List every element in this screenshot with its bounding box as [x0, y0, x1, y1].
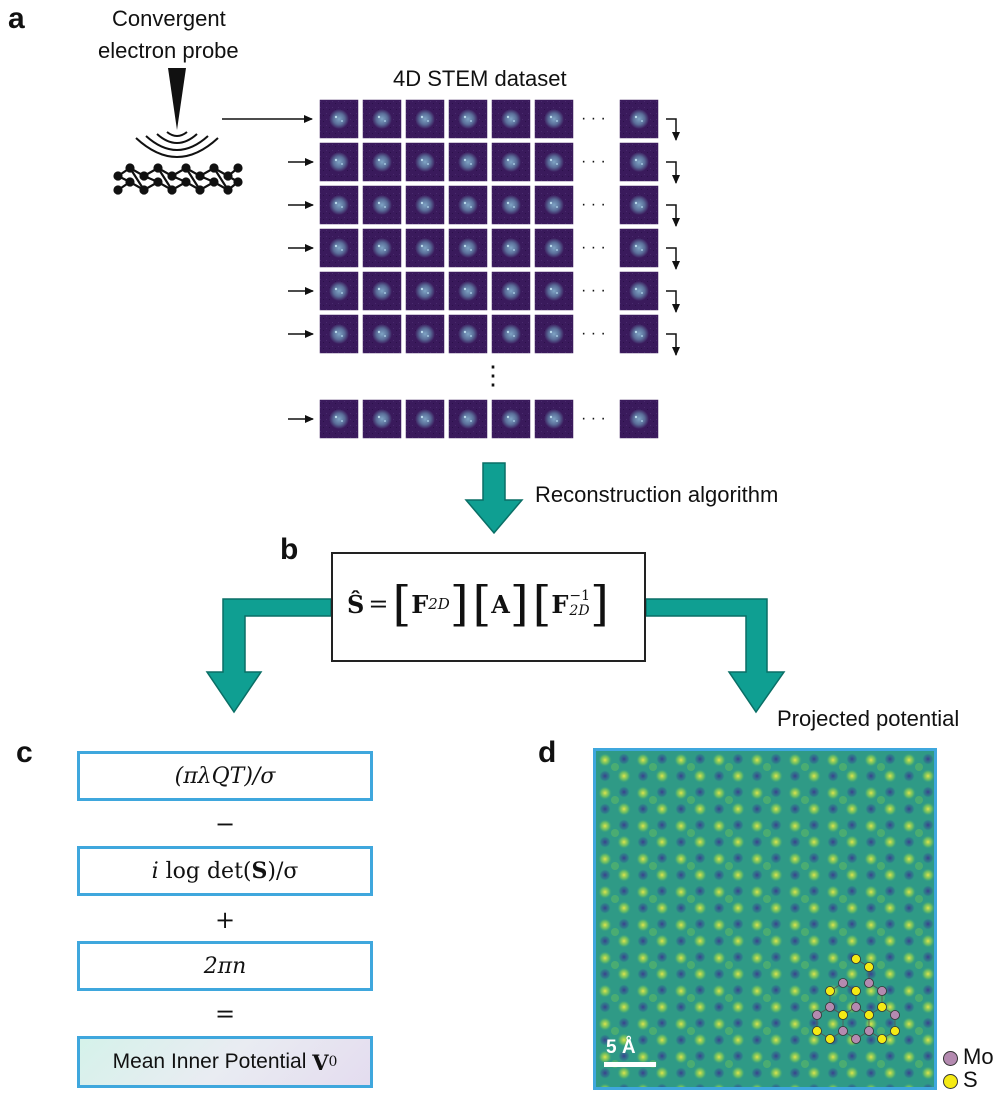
operator-minus: − [214, 810, 236, 838]
dataset-row [288, 227, 660, 269]
mip-v: V [312, 1049, 329, 1075]
row-ellipsis: · · · [581, 153, 606, 170]
operator-equals: = [214, 1000, 236, 1028]
row-ellipsis: · · · [581, 110, 606, 127]
legend-item-mo: Mo [943, 1046, 994, 1068]
row-ellipsis: · · · [581, 282, 606, 299]
dataset-row-last [288, 398, 660, 440]
dataset-title: 4D STEM dataset [393, 66, 567, 91]
term-s: S [251, 858, 268, 884]
equation-lhs: Ŝ [347, 589, 365, 619]
left-branch-arrow [205, 598, 332, 714]
raster-return-arrows [666, 118, 680, 356]
matrix-f: F [411, 589, 429, 619]
mos2-lattice-icon [113, 163, 243, 195]
row-ellipsis: · · · [581, 325, 606, 342]
term-pi-lambda-qt: (πλQT)/σ [174, 763, 276, 789]
probe-label-line1: Convergent [112, 6, 226, 31]
panel-label-a: a [8, 2, 25, 35]
scale-bar-label: 5 Å [606, 1037, 636, 1058]
term-2pi-n: 2πn [203, 953, 247, 979]
legend-mo-swatch [943, 1050, 958, 1066]
matrix-a: A [491, 589, 510, 619]
equation: Ŝ = [ F 2D ] [ A ] [ F −1 2D ] [347, 580, 609, 628]
term-log-det-box: i log det( S )/σ [77, 846, 373, 896]
probe-label-line2: electron probe [98, 38, 239, 63]
reconstruction-label: Reconstruction algorithm [535, 482, 779, 507]
bracket-open: [ [532, 576, 552, 632]
column-vertical-ellipsis: ⋮ [480, 360, 506, 390]
term-pi-lambda-qt-box: (πλQT)/σ [77, 751, 373, 801]
matrix-f-inverse: F [551, 589, 569, 619]
wave-arcs-icon [135, 131, 219, 158]
bracket-close: ] [590, 576, 609, 632]
panel-label-b: b [280, 533, 299, 566]
probe-cone-icon [168, 68, 186, 130]
bracket-open: [ [392, 576, 412, 632]
legend-s-label: S [963, 1067, 978, 1092]
bracket-close: ] [509, 576, 529, 632]
legend-s-swatch [943, 1073, 958, 1089]
matrix-f-subscript: 2D [428, 595, 450, 613]
mip-text: Mean Inner Potential [112, 1050, 313, 1073]
teal-flow-arrows [205, 462, 786, 714]
row-ellipsis: · · · [581, 239, 606, 256]
atom-overlay [812, 954, 900, 1044]
probe-and-sample-diagram [113, 68, 243, 195]
matrix-f-inverse-scripts: −1 2D [569, 589, 590, 618]
dataset-row [288, 313, 660, 355]
scale-bar [604, 1062, 656, 1067]
dataset-row [288, 184, 660, 226]
row-ellipsis: · · · [581, 410, 606, 427]
term-i: i [151, 858, 159, 884]
bracket-open: [ [472, 576, 492, 632]
mean-inner-potential-box: Mean Inner Potential V 0 [77, 1036, 373, 1088]
row-ellipsis: · · · [581, 196, 606, 213]
term-2pi-n-box: 2πn [77, 941, 373, 991]
dataset-rows [288, 98, 660, 440]
potential-map [596, 751, 934, 1087]
equation-box: Ŝ = [ F 2D ] [ A ] [ F −1 2D ] [331, 552, 646, 662]
stem-dataset-grid [222, 98, 680, 440]
mip-v-subscript: 0 [328, 1054, 338, 1070]
equation-equals: = [368, 590, 389, 618]
term-log-det: log det( [158, 858, 252, 884]
panel-label-c: c [16, 736, 33, 769]
term-log-det-end: )/σ [267, 858, 299, 884]
projected-potential-image: 5 Å [593, 748, 937, 1090]
reconstruction-arrow [464, 462, 524, 535]
operator-plus: + [214, 906, 236, 934]
legend-item-s: S [943, 1069, 978, 1091]
projected-potential-label: Projected potential [777, 706, 960, 731]
dataset-row [288, 270, 660, 312]
matrix-f-inverse-superscript: −1 [569, 588, 591, 605]
legend-mo-label: Mo [963, 1044, 994, 1069]
matrix-f-inverse-subscript: 2D [569, 603, 590, 619]
bracket-close: ] [449, 576, 469, 632]
panel-label-d: d [538, 736, 557, 769]
right-branch-arrow [645, 598, 786, 714]
dataset-row [288, 141, 660, 183]
